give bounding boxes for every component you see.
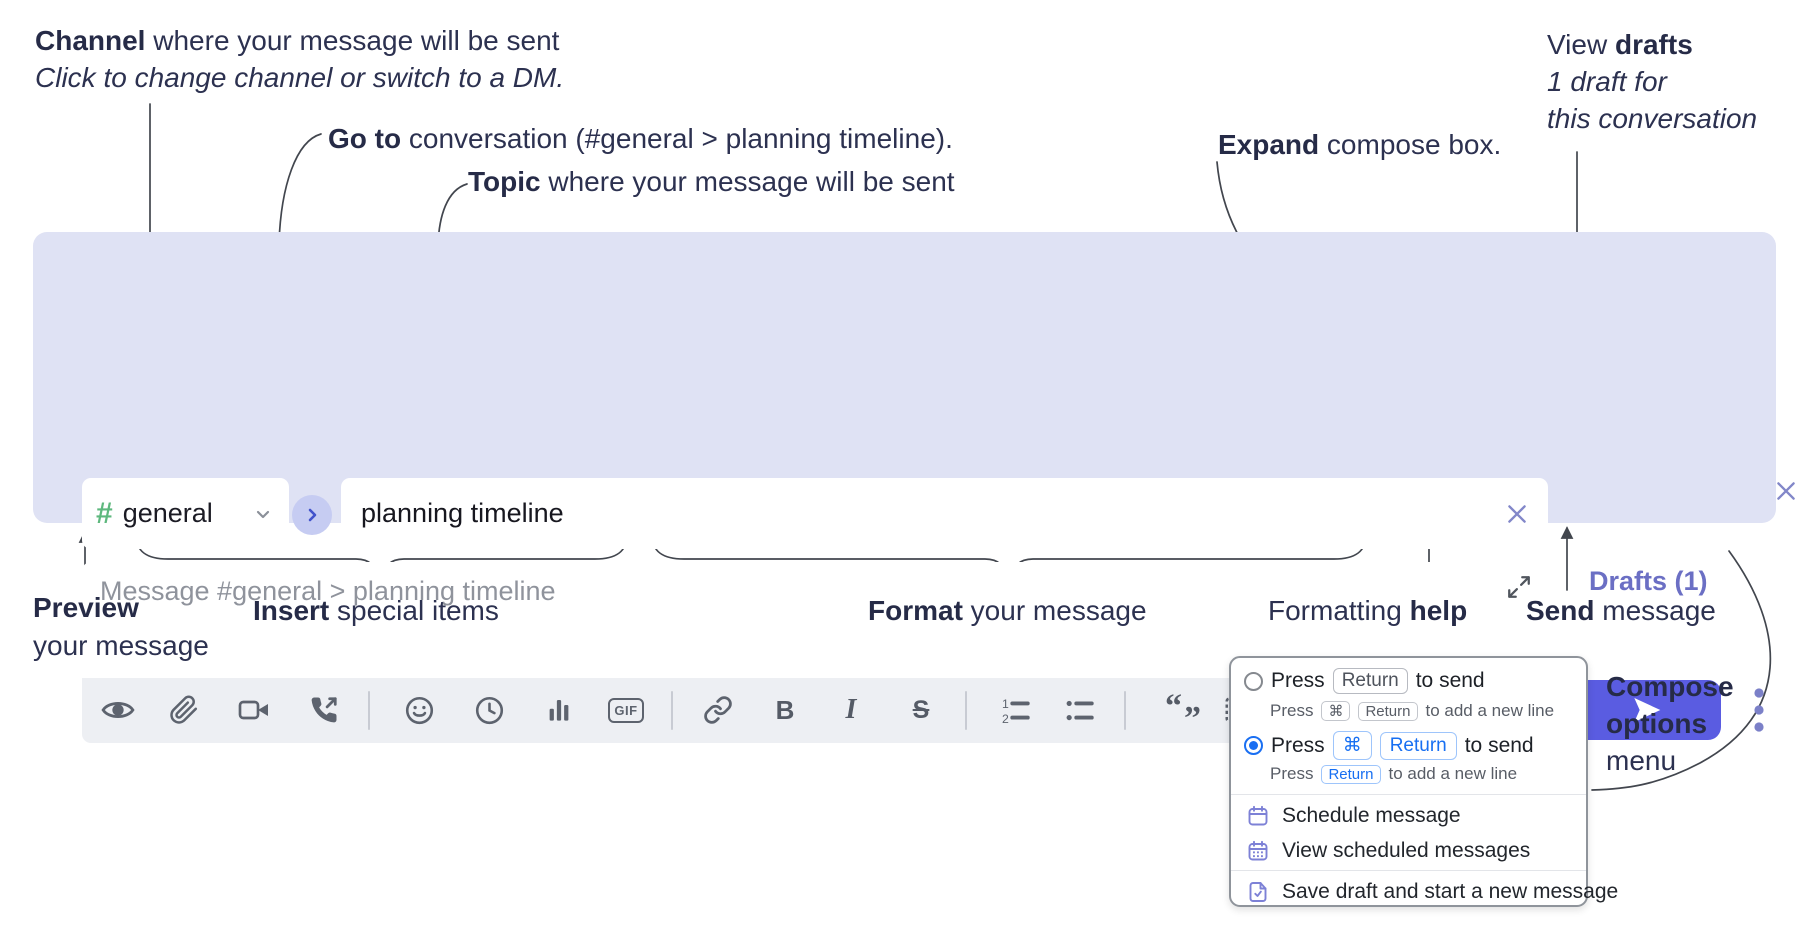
italic-label: I	[845, 694, 857, 725]
menu-item-save-draft[interactable]: Save draft and start a new message	[1246, 880, 1618, 904]
option2-press: Press	[1271, 733, 1325, 757]
italic-icon[interactable]: I	[829, 688, 873, 732]
note-channel: Channel where your message will be sent …	[35, 25, 565, 93]
emoji-icon[interactable]	[397, 688, 441, 732]
note-compose-options: Compose options menu	[1606, 671, 1734, 776]
call-icon[interactable]	[302, 688, 346, 732]
menu-divider	[1231, 870, 1586, 871]
channel-selector[interactable]: # general	[82, 478, 289, 549]
close-icon[interactable]	[1773, 478, 1799, 504]
goto-conversation-button[interactable]	[292, 495, 332, 535]
topic-field	[341, 478, 1548, 549]
menu-item-view-scheduled[interactable]: View scheduled messages	[1246, 839, 1530, 863]
drafts-link[interactable]: Drafts (1)	[1589, 566, 1708, 596]
channel-hash-icon: #	[96, 496, 113, 530]
bold-icon[interactable]: B	[763, 688, 807, 732]
option2-suffix: to send	[1464, 733, 1534, 757]
blockquote-glyph: “”	[1165, 688, 1201, 737]
svg-text:1: 1	[1001, 696, 1008, 710]
note-view-drafts: View drafts 1 draft for this conversatio…	[1547, 29, 1758, 134]
expand-compose-icon[interactable]	[1506, 574, 1532, 600]
return-keycap: Return	[1379, 731, 1457, 760]
return-keycap: Return	[1321, 764, 1381, 784]
message-input[interactable]: Message #general > planning timeline	[100, 576, 556, 606]
menu-option-cmd-return-to-send[interactable]: Press ⌘ Return to send	[1244, 731, 1534, 760]
menu-divider	[1231, 794, 1586, 795]
option1-suffix: to send	[1415, 669, 1485, 692]
toolbar-divider	[965, 691, 967, 730]
note-insert: Insert special items	[253, 595, 499, 626]
attachment-icon[interactable]	[162, 688, 206, 732]
bulleted-list-icon[interactable]	[1057, 688, 1101, 732]
menu-item-schedule-message[interactable]: Schedule message	[1246, 804, 1461, 828]
channel-name: general	[122, 498, 213, 528]
return-keycap: Return	[1332, 668, 1408, 694]
cmd-keycap: ⌘	[1321, 701, 1351, 721]
radio-unselected-icon[interactable]	[1244, 671, 1263, 691]
chevron-down-icon	[256, 510, 270, 518]
chevron-right-icon	[308, 508, 317, 522]
gif-label: GIF	[608, 697, 644, 723]
note-send: Send message	[1526, 595, 1716, 626]
send-paper-plane-icon	[1634, 698, 1661, 722]
kebab-menu-icon	[1754, 688, 1764, 732]
return-keycap: Return	[1358, 701, 1418, 721]
cmd-keycap: ⌘	[1332, 731, 1372, 760]
menu-option2-subtext: Press Return to add a new line	[1270, 764, 1518, 784]
calendar-icon	[1248, 805, 1268, 826]
clear-topic-icon[interactable]	[1504, 501, 1530, 527]
bold-label: B	[775, 694, 795, 725]
send-button[interactable]	[1573, 680, 1721, 740]
strikethrough-icon[interactable]: S	[899, 688, 943, 732]
toolbar-divider	[1124, 691, 1126, 730]
preview-icon[interactable]	[96, 688, 140, 732]
note-formatting-help: Formatting help	[1268, 595, 1468, 626]
blockquote-icon[interactable]: “”	[1161, 688, 1205, 737]
note-expand: Expand compose box.	[1218, 129, 1502, 160]
link-icon[interactable]	[696, 688, 740, 732]
compose-options-menu: Press Return to send Press ⌘ Return to a…	[1229, 656, 1618, 907]
calendar-grid-icon	[1248, 840, 1268, 861]
toolbar-divider	[368, 691, 370, 730]
video-icon[interactable]	[232, 688, 276, 732]
compose-box: # general Message #general > planning ti…	[33, 232, 1795, 743]
note-preview: Preview your message	[33, 592, 209, 661]
toolbar-divider	[671, 691, 673, 730]
note-format: Format your message	[868, 595, 1147, 626]
strike-label: S	[912, 695, 930, 724]
save-draft-icon	[1249, 882, 1267, 902]
radio-selected-icon[interactable]	[1244, 736, 1263, 755]
note-goto: Go to conversation (#general > planning …	[328, 123, 953, 154]
note-topic: Topic where your message will be sent	[468, 166, 955, 197]
menu-option-return-to-send[interactable]: Press Return to send	[1244, 668, 1485, 694]
svg-text:2: 2	[1001, 711, 1008, 725]
option1-press: Press	[1271, 669, 1325, 692]
menu-option1-subtext: Press ⌘ Return to add a new line	[1270, 701, 1555, 721]
clock-icon[interactable]	[467, 688, 511, 732]
poll-chart-icon[interactable]	[537, 688, 581, 732]
gif-icon[interactable]: GIF	[604, 688, 648, 732]
connector-goto	[273, 133, 322, 245]
compose-options-button[interactable]	[1739, 684, 1779, 736]
topic-input[interactable]	[359, 497, 1504, 530]
